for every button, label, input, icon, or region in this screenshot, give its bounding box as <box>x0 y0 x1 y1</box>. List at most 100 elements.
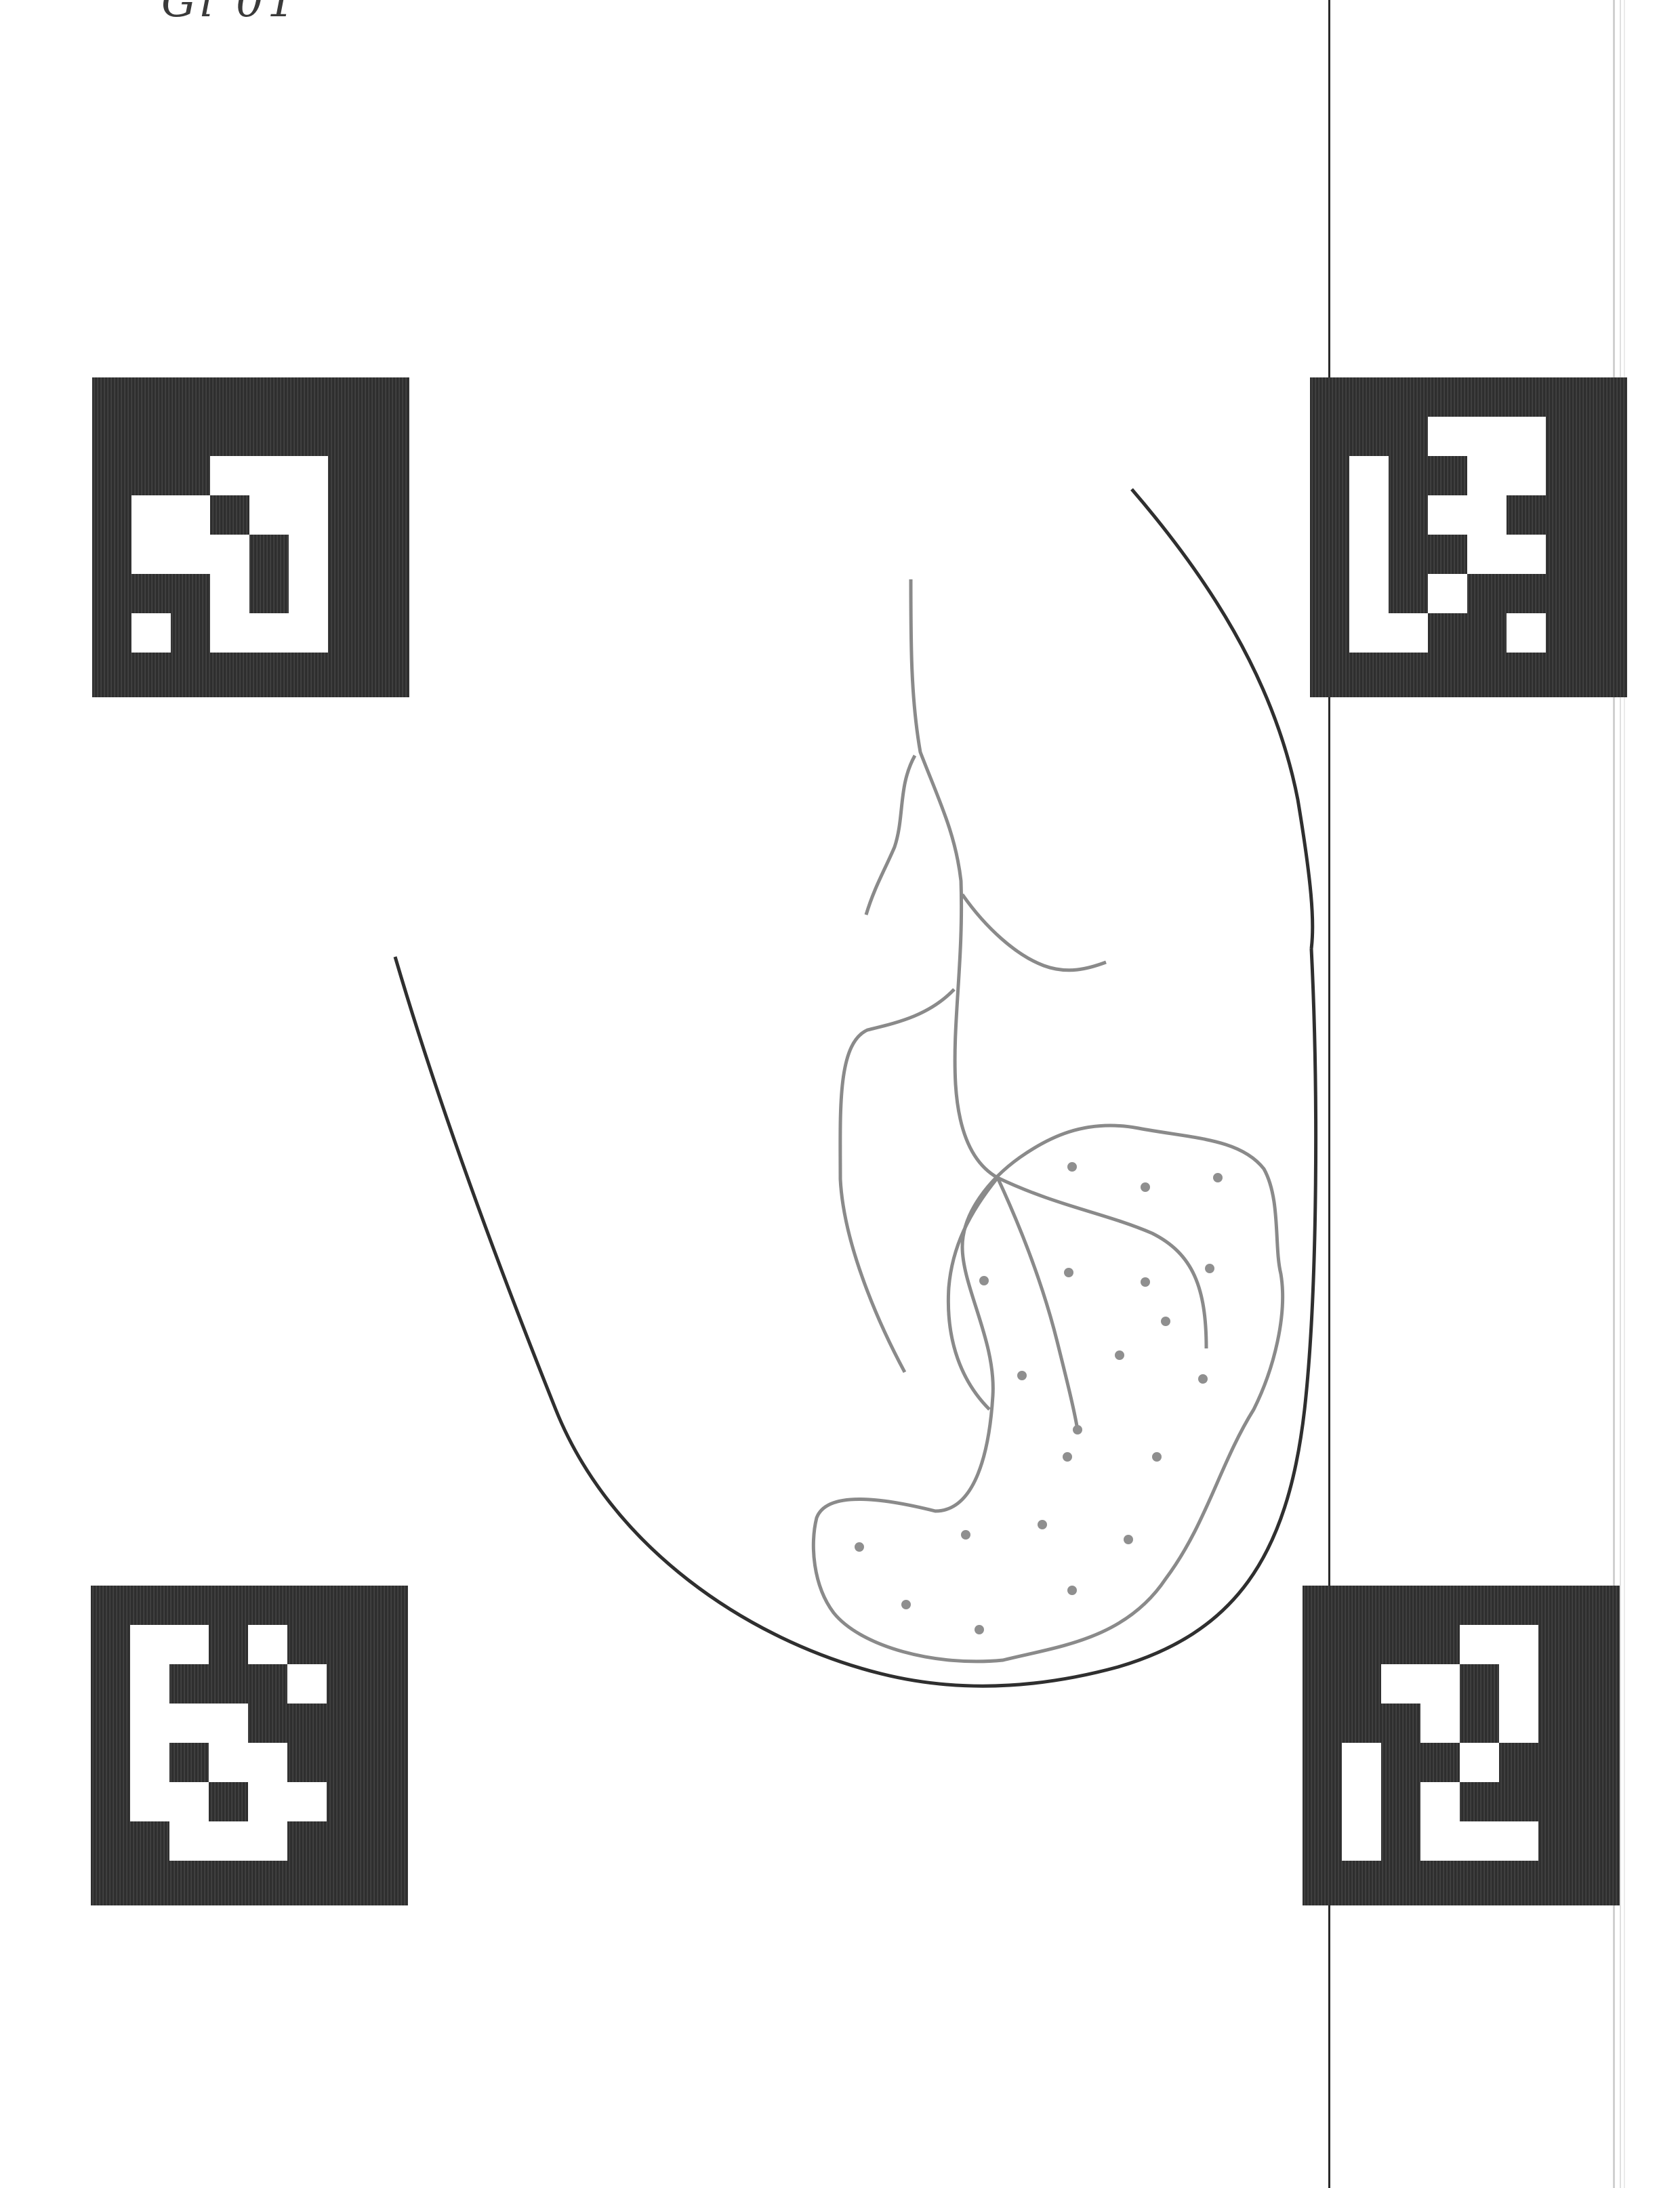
marker-cell <box>1467 495 1507 535</box>
stipple-dot <box>975 1625 984 1634</box>
marker-cell <box>209 1743 248 1782</box>
marker-cell <box>1420 1821 1460 1861</box>
leaf-outline-left <box>393 948 1318 1688</box>
marker-cell <box>210 613 249 653</box>
midrib-vein <box>909 579 999 1180</box>
left-branch-vein <box>838 988 956 1374</box>
handwritten-note: Gl 01 <box>161 0 300 27</box>
stipple-dot <box>1198 1374 1208 1384</box>
marker-cell <box>248 1821 287 1861</box>
stipple-dot <box>1124 1535 1133 1544</box>
marker-cell <box>1460 1821 1499 1861</box>
scanner-edge-faint-1 <box>1613 0 1615 2188</box>
marker-cell <box>210 574 249 613</box>
fiducial-marker-top-left <box>92 377 409 697</box>
marker-cell <box>130 1782 169 1821</box>
lower-right-vein <box>996 1176 1208 1349</box>
marker-cell <box>1428 495 1467 535</box>
marker-cell <box>169 1821 209 1861</box>
marker-cell <box>131 535 171 574</box>
marker-cell <box>1460 1625 1499 1664</box>
marker-cell <box>1428 417 1467 456</box>
fiducial-marker-bottom-left <box>91 1586 408 1905</box>
marker-cell <box>169 1625 209 1664</box>
marker-cell <box>131 495 171 535</box>
upper-left-vein <box>864 754 917 915</box>
marker-cell <box>1428 574 1467 613</box>
marker-cell <box>1467 417 1507 456</box>
lower-left-vein <box>946 1176 999 1411</box>
marker-cell <box>1342 1821 1381 1861</box>
marker-cell <box>248 1625 287 1664</box>
stipple-dot <box>1067 1162 1077 1172</box>
marker-cell <box>289 495 328 535</box>
marker-cell <box>249 456 289 495</box>
marker-cell <box>1507 535 1546 574</box>
marker-cell <box>169 1782 209 1821</box>
marker-cell <box>209 1704 248 1743</box>
stipple-dots <box>855 1162 1223 1634</box>
stipple-dot <box>1064 1268 1073 1277</box>
marker-cell <box>1467 456 1507 495</box>
marker-cell <box>248 1782 287 1821</box>
leaf-outline-right <box>1130 488 1315 949</box>
marker-cell <box>169 1704 209 1743</box>
marker-cell <box>1420 1664 1460 1704</box>
marker-cell <box>1507 613 1546 653</box>
marker-cell <box>1499 1821 1538 1861</box>
stipple-dot <box>961 1530 970 1540</box>
marker-cell <box>1467 535 1507 574</box>
marker-cell <box>289 535 328 574</box>
marker-cell <box>1349 495 1389 535</box>
stipple-dot <box>1073 1425 1082 1434</box>
marker-cell <box>1349 456 1389 495</box>
scanner-edge-faint-3 <box>1624 0 1625 2188</box>
fiducial-marker-top-right <box>1310 377 1627 697</box>
marker-cell <box>249 613 289 653</box>
marker-cell <box>1342 1743 1381 1782</box>
marker-cell <box>130 1664 169 1704</box>
marker-cell <box>1420 1704 1460 1743</box>
marker-cell <box>289 613 328 653</box>
marker-cell <box>287 1782 327 1821</box>
marker-cell <box>289 456 328 495</box>
marker-cell <box>130 1704 169 1743</box>
scanner-edge-line <box>1328 0 1330 2188</box>
marker-cell <box>1507 456 1546 495</box>
stipple-dot <box>1115 1350 1124 1360</box>
scanner-edge-faint-2 <box>1620 0 1621 2188</box>
marker-cell <box>1499 1704 1538 1743</box>
marker-cell <box>130 1625 169 1664</box>
marker-cell <box>210 535 249 574</box>
stipple-dot <box>1213 1173 1223 1182</box>
marker-cell <box>1499 1625 1538 1664</box>
stipple-dot <box>1161 1317 1170 1326</box>
stipple-dot <box>1205 1264 1214 1273</box>
stipple-dot <box>1141 1182 1150 1192</box>
marker-cell <box>130 1743 169 1782</box>
marker-cell <box>210 456 249 495</box>
marker-cell <box>248 1743 287 1782</box>
marker-cell <box>249 495 289 535</box>
stippled-region-outline <box>811 1123 1285 1664</box>
stipple-dot <box>1067 1586 1077 1595</box>
stipple-dot <box>1141 1277 1150 1287</box>
marker-cell <box>1389 613 1428 653</box>
lower-center-vein <box>996 1176 1080 1430</box>
fiducial-marker-bottom-right <box>1303 1586 1620 1905</box>
stipple-dot <box>1038 1520 1047 1529</box>
marker-cell <box>1342 1782 1381 1821</box>
upper-right-vein <box>960 893 1107 972</box>
stipple-dot <box>1063 1452 1072 1462</box>
stipple-dot <box>1152 1452 1162 1462</box>
stipple-dot <box>901 1600 911 1609</box>
stipple-dot <box>1017 1371 1027 1380</box>
marker-cell <box>1460 1743 1499 1782</box>
marker-cell <box>1499 1664 1538 1704</box>
stipple-dot <box>855 1542 864 1552</box>
marker-cell <box>171 495 210 535</box>
marker-cell <box>209 1821 248 1861</box>
marker-cell <box>1420 1782 1460 1821</box>
